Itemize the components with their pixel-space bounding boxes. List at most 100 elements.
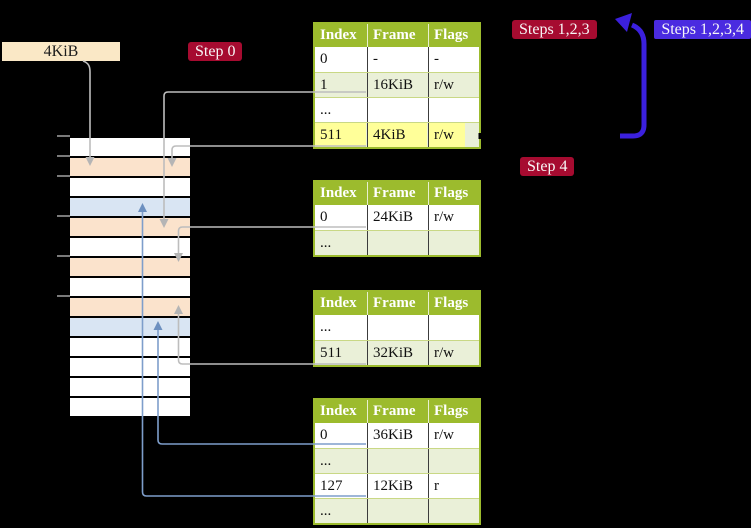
page-size-label: 4KiB (2, 42, 120, 61)
cell-value: r/w (429, 123, 465, 147)
table-cell: 1 (315, 73, 367, 97)
table-cell: 36KiB (367, 423, 428, 448)
cell-value: ... (320, 319, 332, 335)
memory-cell-5 (70, 238, 190, 258)
table-cell (367, 499, 428, 523)
cell-value: r/w (434, 209, 454, 225)
tick-mark (57, 155, 70, 157)
tick-mark (57, 255, 70, 257)
table-cell: 32KiB (367, 341, 428, 365)
table-cell (367, 449, 428, 473)
memory-cell-4 (70, 218, 190, 238)
table-cell (428, 449, 479, 473)
column-header-flags: Flags (428, 24, 479, 47)
memory-cell-2 (70, 178, 190, 198)
table-cell: r/w (428, 123, 479, 147)
table-cell: ... (315, 315, 367, 340)
memory-cell-12 (70, 378, 190, 398)
table-row: 1 16KiB r/w (315, 72, 479, 97)
table-cell: ... (315, 449, 367, 473)
column-header-flags: Flags (428, 182, 479, 205)
table-cell (428, 231, 479, 255)
table-cell: ... (315, 231, 367, 255)
cell-value: 32KiB (373, 345, 414, 361)
memory-cell-1 (70, 158, 190, 178)
table-cell (367, 98, 428, 122)
column-header-flags: Flags (428, 292, 479, 315)
table-cell: 0 (315, 423, 367, 448)
cell-value: ... (320, 503, 332, 519)
cell-value: r (434, 478, 439, 494)
column-header-index: Index (320, 403, 357, 419)
memory-cell-0 (70, 138, 190, 158)
curved-loop-arrow (620, 22, 647, 139)
steps-1234-badge: Steps 1,2,3,4 (654, 20, 751, 39)
cell-value: 511 (315, 123, 366, 147)
column-header-frame: Frame (367, 24, 428, 47)
column-header-flags: Flags (428, 400, 479, 423)
table-cell: r/w (428, 73, 479, 97)
table-row: ... (315, 97, 479, 122)
table-cell (367, 231, 428, 255)
table-cell: r/w (428, 423, 479, 448)
table-cell: ... (315, 499, 367, 523)
memory-cell-13 (70, 398, 190, 418)
cell-value: r/w (434, 77, 454, 93)
table-row: 127 12KiB r (315, 473, 479, 498)
cell-value: 4KiB (368, 123, 427, 147)
tick-mark (57, 135, 70, 137)
step-4-badge: Step 4 (520, 157, 575, 176)
table-cell (428, 315, 479, 340)
table-row: 0 36KiB r/w (315, 423, 479, 448)
table-cell: 0 (315, 205, 367, 230)
table-row: ... (315, 315, 479, 340)
table-cell: r (428, 474, 479, 498)
cell-value: 127 (320, 478, 343, 494)
table-cell: 24KiB (367, 205, 428, 230)
tick-mark (57, 215, 70, 217)
table-cell: r/w (428, 205, 479, 230)
memory-cell-10 (70, 338, 190, 358)
step-0-badge: Step 0 (188, 42, 243, 61)
memory-cell-6 (70, 258, 190, 278)
column-header-frame: Frame (367, 182, 428, 205)
cell-value: 511 (320, 345, 342, 361)
table-cell: - (367, 47, 428, 72)
table-cell (428, 98, 479, 122)
column-header-index: Index (320, 295, 357, 311)
memory-cell-8 (70, 298, 190, 318)
table-row: ... (315, 230, 479, 255)
memory-cell-7 (70, 278, 190, 298)
cell-value: 24KiB (373, 209, 414, 225)
cell-value: 16KiB (373, 77, 414, 93)
table-cell: 127 (315, 474, 367, 498)
table-cell: 16KiB (367, 73, 428, 97)
cell-value: 12KiB (373, 478, 414, 494)
cell-value: 36KiB (373, 427, 414, 443)
cell-value: 1 (320, 77, 328, 93)
table-cell: 511 (315, 341, 367, 365)
steps-123-badge: Steps 1,2,3 (512, 20, 597, 39)
column-header-frame: Frame (367, 400, 428, 423)
table-row: ... (315, 498, 479, 523)
cell-value: - (373, 51, 378, 67)
memory-stack (70, 136, 190, 418)
table-cell (428, 499, 479, 523)
tick-mark (57, 175, 70, 177)
table-cell: 12KiB (367, 474, 428, 498)
table-row: 0-- (315, 47, 479, 72)
memory-cell-3 (70, 198, 190, 218)
memory-cell-9 (70, 318, 190, 338)
column-header-index: Index (320, 185, 357, 201)
cell-value: 0 (320, 427, 328, 443)
table-row: ... (315, 448, 479, 473)
table-row: 0 24KiB r/w (315, 205, 479, 230)
column-header-frame: Frame (367, 292, 428, 315)
cell-value: 0 (320, 51, 328, 67)
